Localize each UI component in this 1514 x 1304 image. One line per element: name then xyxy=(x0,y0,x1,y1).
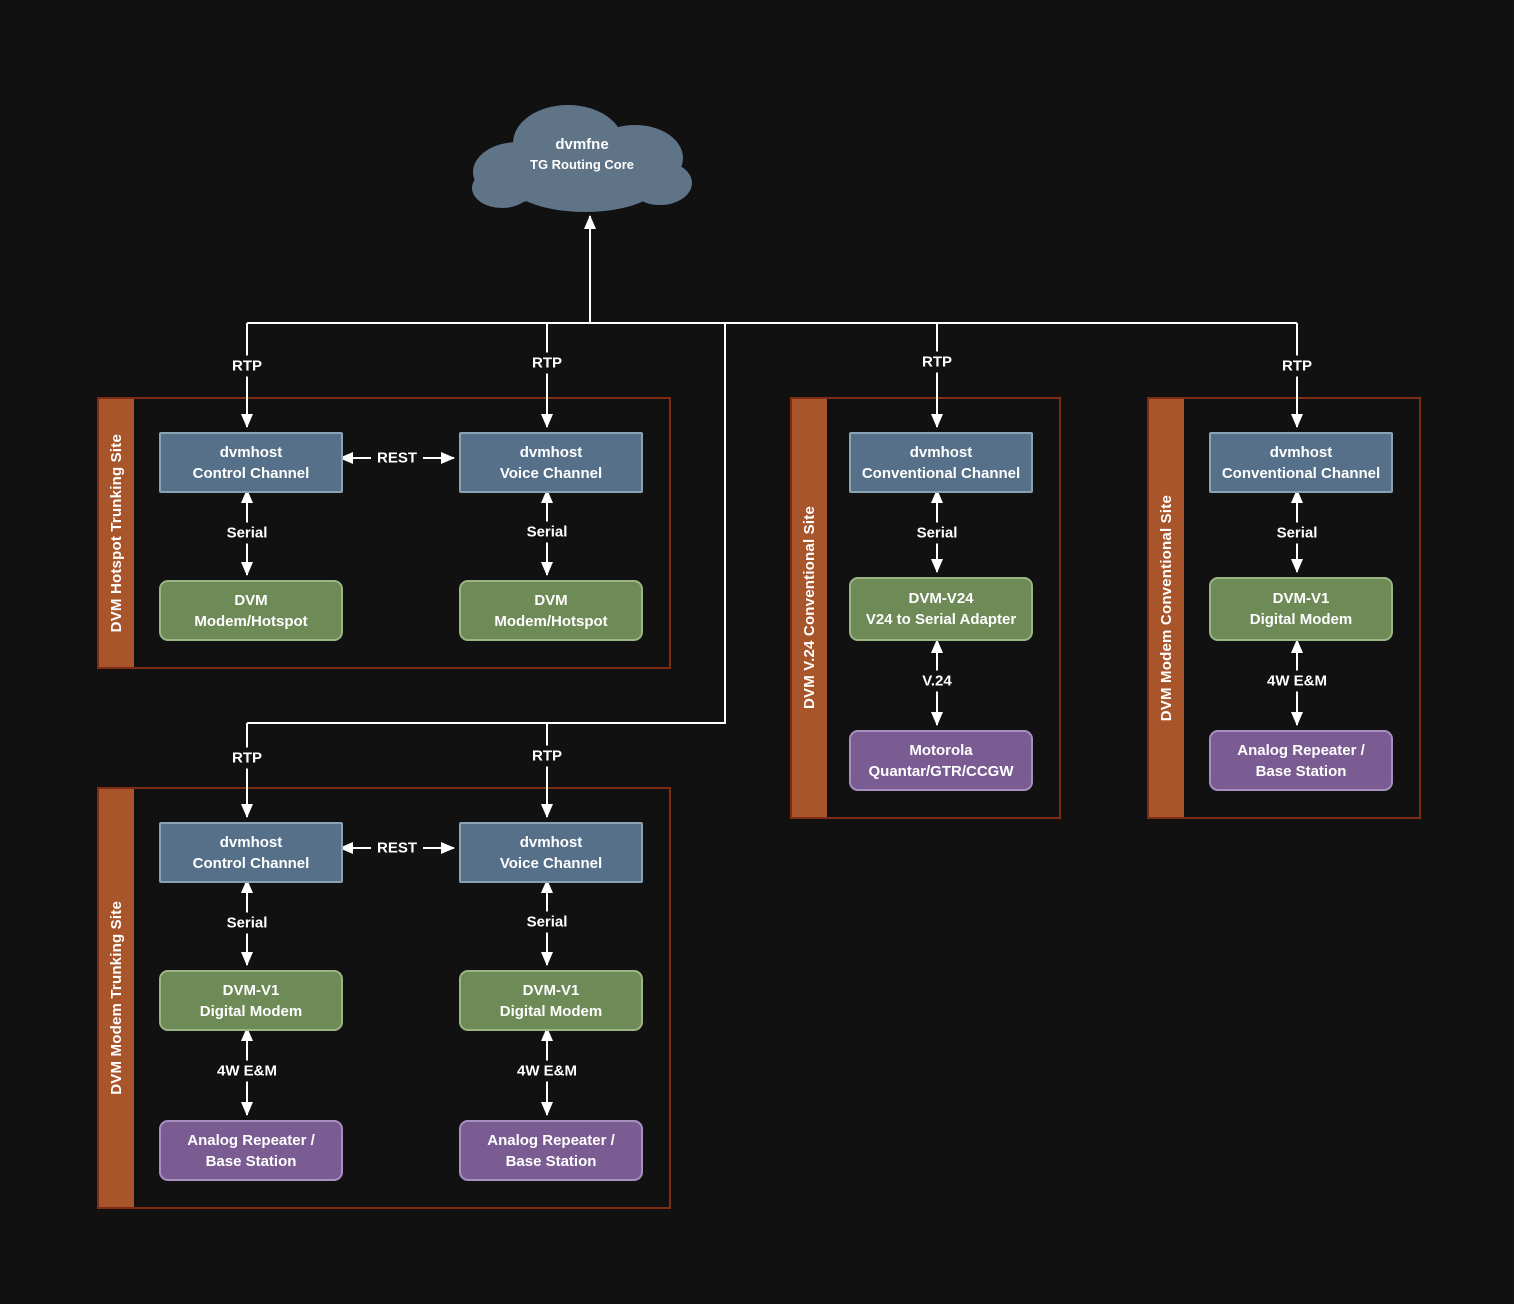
link-label-serial-modem-conventional: Serial xyxy=(1270,522,1324,544)
link-label-serial-hotspot-left: Serial xyxy=(220,522,274,544)
cloud-title: dvmfne xyxy=(555,136,609,153)
node-analog-repeater-conventional: Analog Repeater / Base Station xyxy=(1209,730,1393,791)
link-label-rtp-trunking-voice: RTP xyxy=(526,745,568,767)
link-label-rtp-hotspot-voice: RTP xyxy=(526,352,568,374)
link-label-serial-v24: Serial xyxy=(910,522,964,544)
link-label-rtp-v24: RTP xyxy=(916,351,958,373)
link-label-rtp-trunking-control: RTP xyxy=(226,747,268,769)
node-trunking-control-channel: dvmhost Control Channel xyxy=(159,822,343,883)
link-label-4wem-conventional: 4W E&M xyxy=(1261,670,1333,692)
node-motorola-quantar: Motorola Quantar/GTR/CCGW xyxy=(849,730,1033,791)
link-label-rtp-modem-conventional: RTP xyxy=(1276,355,1318,377)
site-v24-conventional-bar: DVM V.24 Conventional Site xyxy=(792,399,827,817)
node-hotspot-control-channel: dvmhost Control Channel xyxy=(159,432,343,493)
site-hotspot-trunking-bar: DVM Hotspot Trunking Site xyxy=(99,399,134,667)
link-label-serial-trunking-left: Serial xyxy=(220,912,274,934)
cloud-icon xyxy=(472,105,692,212)
node-hotspot-voice-channel: dvmhost Voice Channel xyxy=(459,432,643,493)
link-label-4wem-trunking-left: 4W E&M xyxy=(211,1060,283,1082)
site-modem-trunking: DVM Modem Trunking Site dvmhost Control … xyxy=(97,787,671,1209)
link-label-serial-trunking-right: Serial xyxy=(520,911,574,933)
site-hotspot-trunking: DVM Hotspot Trunking Site dvmhost Contro… xyxy=(97,397,671,669)
node-v24-conventional-channel: dvmhost Conventional Channel xyxy=(849,432,1033,493)
cloud-subtitle: TG Routing Core xyxy=(530,157,634,172)
site-modem-trunking-bar: DVM Modem Trunking Site xyxy=(99,789,134,1207)
node-trunking-voice-channel: dvmhost Voice Channel xyxy=(459,822,643,883)
site-modem-conventional-bar: DVM Modem Conventional Site xyxy=(1149,399,1184,817)
link-label-serial-hotspot-right: Serial xyxy=(520,521,574,543)
node-trunking-digital-modem-left: DVM-V1 Digital Modem xyxy=(159,970,343,1031)
link-label-rest-trunking: REST xyxy=(370,837,424,859)
node-dvmv1-digital-modem-conventional: DVM-V1 Digital Modem xyxy=(1209,577,1393,641)
link-label-4wem-trunking-right: 4W E&M xyxy=(511,1060,583,1082)
node-hotspot-modem-left: DVM Modem/Hotspot xyxy=(159,580,343,641)
node-trunking-analog-repeater-left: Analog Repeater / Base Station xyxy=(159,1120,343,1181)
node-hotspot-modem-right: DVM Modem/Hotspot xyxy=(459,580,643,641)
node-modem-conventional-channel: dvmhost Conventional Channel xyxy=(1209,432,1393,493)
node-v24-serial-adapter: DVM-V24 V24 to Serial Adapter xyxy=(849,577,1033,641)
node-trunking-analog-repeater-right: Analog Repeater / Base Station xyxy=(459,1120,643,1181)
cloud-label: dvmfne TG Routing Core xyxy=(482,136,682,172)
link-label-v24: V.24 xyxy=(916,670,958,692)
site-modem-conventional: DVM Modem Conventional Site dvmhost Conv… xyxy=(1147,397,1421,819)
link-label-rest-hotspot: REST xyxy=(370,447,424,469)
node-trunking-digital-modem-right: DVM-V1 Digital Modem xyxy=(459,970,643,1031)
site-v24-conventional: DVM V.24 Conventional Site dvmhost Conve… xyxy=(790,397,1061,819)
link-label-rtp-hotspot-control: RTP xyxy=(226,355,268,377)
